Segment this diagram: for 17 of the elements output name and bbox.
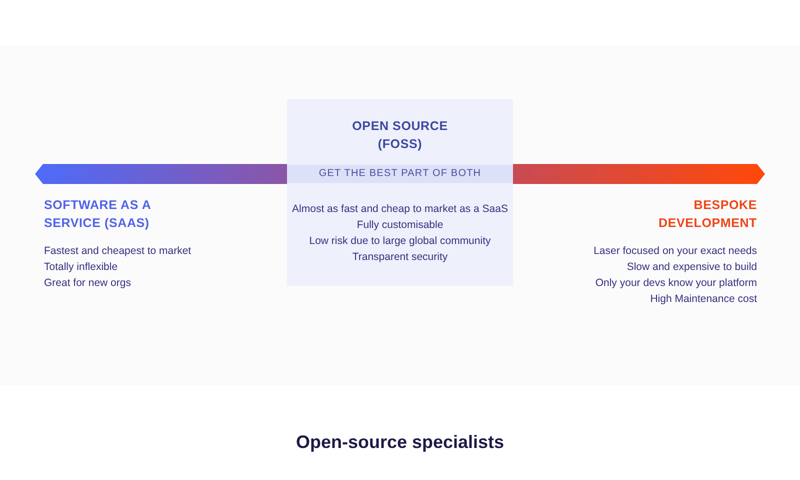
feature-text: Laser focused on your exact needs: [594, 244, 757, 259]
option-card: [287, 99, 513, 286]
feature-text: High Maintenance cost: [650, 292, 757, 307]
feature-text: Totally inflexible: [44, 260, 118, 275]
tagline-band: GET THE BEST PART OF BOTH: [287, 165, 513, 183]
feature-text: Slow and expensive to build: [626, 260, 757, 275]
feature-text: Great for new orgs: [44, 276, 131, 291]
caption-text: Open-source specialists: [296, 431, 504, 454]
section-heading: BESPOKE DEVELOPMENT: [658, 197, 757, 232]
section-heading: OPEN SOURCE (FOSS): [351, 118, 449, 153]
feature-text: Fully customisable: [356, 218, 444, 233]
feature-text: Almost as fast and cheap to market as a SaaS: [292, 202, 508, 217]
feature-text: Transparent security: [352, 250, 448, 265]
section-heading: SOFTWARE AS A SERVICE (SAAS): [44, 197, 152, 232]
feature-text: Only your devs know your platform: [595, 276, 757, 291]
feature-text: Low risk due to large global community: [309, 234, 491, 249]
feature-text: Fastest and cheapest to market: [44, 244, 192, 259]
